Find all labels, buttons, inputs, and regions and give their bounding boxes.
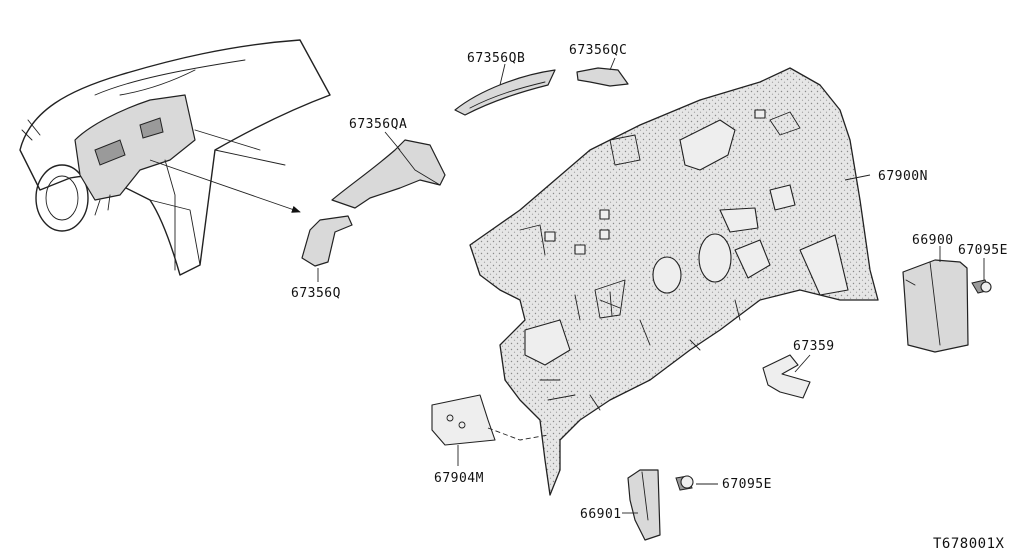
label-66900: 66900: [912, 233, 954, 248]
part-67900N[interactable]: 67900N: [469, 67, 928, 496]
label-67356QA: 67356QA: [349, 117, 407, 132]
label-67356Q: 67356Q: [291, 286, 341, 301]
label-67095E-upper: 67095E: [958, 243, 1008, 258]
part-67095E-upper[interactable]: 67095E: [958, 243, 1008, 294]
label-67356QC: 67356QC: [569, 43, 627, 58]
part-67095E-lower[interactable]: 67095E: [675, 475, 772, 492]
label-66901: 66901: [580, 507, 622, 522]
vehicle-overview-illustration: [19, 39, 331, 276]
part-67359[interactable]: 67359: [762, 339, 835, 399]
part-67356QA[interactable]: 67356QA: [331, 117, 446, 209]
part-66901[interactable]: 66901: [580, 469, 661, 541]
part-67356QB[interactable]: 67356QB: [454, 51, 556, 116]
label-67359: 67359: [793, 339, 835, 354]
label-67900N: 67900N: [878, 169, 928, 184]
part-67356QC[interactable]: 67356QC: [569, 43, 629, 87]
figure-code: T678001X: [933, 536, 1005, 552]
label-67904M: 67904M: [434, 471, 484, 486]
label-67356QB: 67356QB: [467, 51, 525, 66]
label-67095E-lower: 67095E: [722, 477, 772, 492]
part-67356Q[interactable]: 67356Q: [291, 215, 353, 301]
part-67904M[interactable]: 67904M: [431, 394, 549, 486]
part-66900[interactable]: 66900: [902, 233, 969, 353]
